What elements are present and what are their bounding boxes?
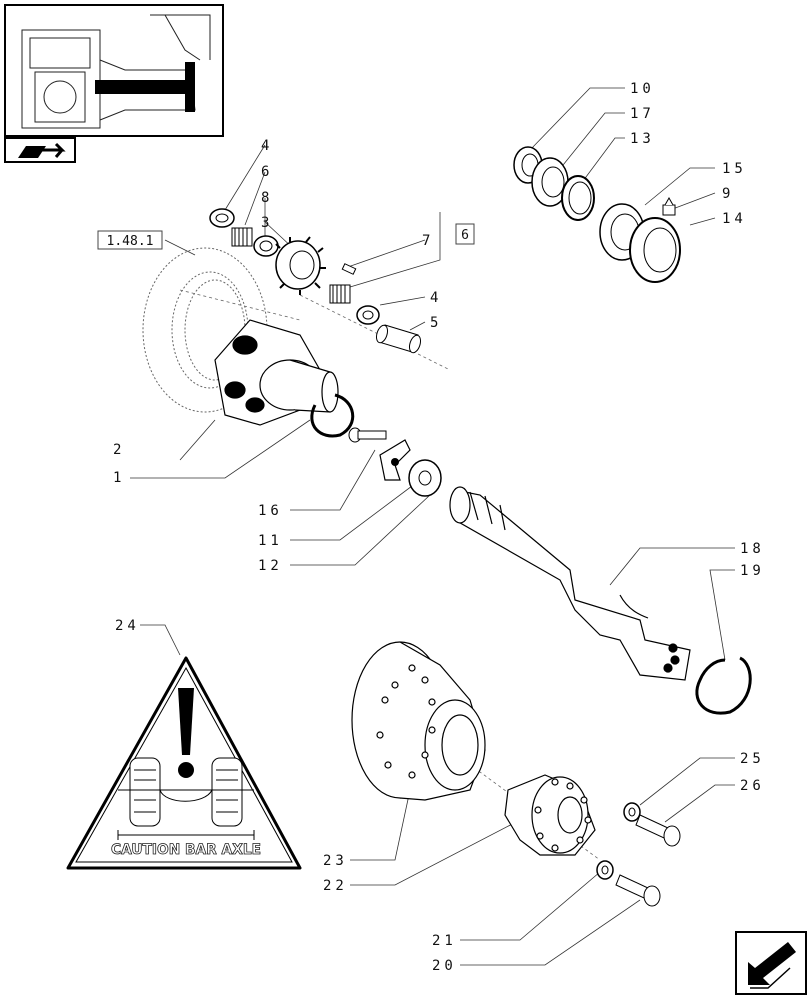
callout-7: 7 xyxy=(422,233,434,249)
washer-12 xyxy=(408,459,442,497)
callout-25: 25 xyxy=(740,751,765,767)
axle-shaft-18 xyxy=(449,486,691,681)
washer-4b xyxy=(356,305,380,325)
callout-23: 23 xyxy=(323,853,348,869)
pin-5 xyxy=(375,324,422,354)
callout-6: 6 xyxy=(261,164,273,180)
wheel-hub-23 xyxy=(351,641,486,801)
callout-18: 18 xyxy=(740,541,765,557)
callout-10: 10 xyxy=(630,81,655,97)
caution-triangle-icon: CAUTION BAR AXLE xyxy=(66,656,302,870)
reference-label[interactable]: 1.48.1 xyxy=(107,234,154,249)
tractor-thumbnail-icon[interactable] xyxy=(4,4,224,137)
flange-22 xyxy=(504,774,596,856)
callout-4b: 4 xyxy=(430,290,442,306)
book-arrow-icon[interactable] xyxy=(4,137,76,163)
next-page-arrow-icon[interactable] xyxy=(735,931,807,995)
callout-15: 15 xyxy=(722,161,747,177)
callout-4a: 4 xyxy=(261,138,273,154)
callout-21: 21 xyxy=(432,933,457,949)
needle-bearing-6 xyxy=(231,227,253,247)
ring-13 xyxy=(561,175,595,221)
bearing-cup-14 xyxy=(629,217,681,283)
needle-bearing-6b xyxy=(329,284,351,304)
bolt-16 xyxy=(348,427,387,443)
callout-14: 14 xyxy=(722,211,747,227)
callout-8: 8 xyxy=(261,190,273,206)
callout-16: 16 xyxy=(258,503,283,519)
callout-22: 22 xyxy=(323,878,348,894)
circlip-19 xyxy=(695,656,752,715)
washer-21 xyxy=(596,860,614,880)
callout-9: 9 xyxy=(722,186,734,202)
washer-4a xyxy=(209,208,235,228)
planet-carrier xyxy=(214,319,339,426)
callout-26: 26 xyxy=(740,778,765,794)
callout-12: 12 xyxy=(258,558,283,574)
callout-20: 20 xyxy=(432,958,457,974)
callout-5: 5 xyxy=(430,315,442,331)
lock-washer-11 xyxy=(379,439,411,481)
callout-13: 13 xyxy=(630,131,655,147)
callout-11: 11 xyxy=(258,533,283,549)
grease-nipple-9 xyxy=(662,196,676,216)
caution-text: CAUTION BAR AXLE xyxy=(111,842,261,858)
callout-2: 2 xyxy=(113,442,125,458)
callout-6-ref[interactable]: 6 xyxy=(461,228,469,243)
callout-24: 24 xyxy=(115,618,140,634)
callout-17: 17 xyxy=(630,106,655,122)
bolt-26 xyxy=(635,814,681,847)
planet-gear-3 xyxy=(275,236,326,295)
washer-8 xyxy=(253,235,279,257)
callout-3: 3 xyxy=(261,215,273,231)
bolt-20 xyxy=(615,874,661,907)
roller-7 xyxy=(341,263,357,275)
washer-25 xyxy=(623,802,641,822)
callout-19: 19 xyxy=(740,563,765,579)
callout-1: 1 xyxy=(113,470,125,486)
circlip xyxy=(310,393,355,438)
